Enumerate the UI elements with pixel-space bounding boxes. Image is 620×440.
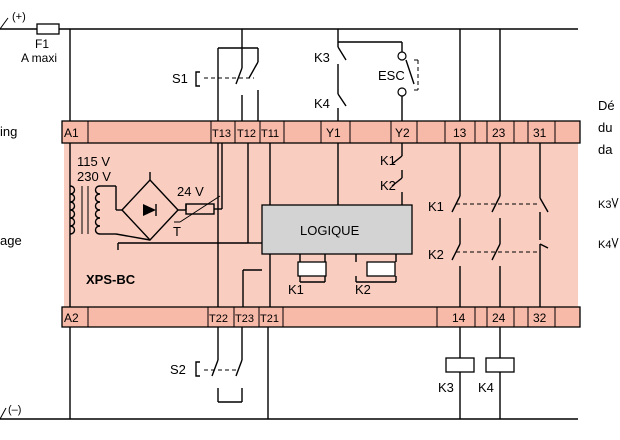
output-contact-k1: K1 — [428, 199, 444, 214]
fuse-f1 — [36, 23, 60, 35]
right-margin-k4: K4 — [598, 239, 611, 251]
terminal-24: 24 — [492, 311, 506, 325]
output-relay-k4-coil — [485, 357, 515, 373]
output-contact-links — [456, 203, 540, 253]
output-contact-k2: K2 — [428, 247, 444, 262]
terminal-dividers-bottom — [87, 307, 556, 327]
fuse-rating: A maxi — [21, 51, 57, 65]
thermal-label: T — [173, 224, 181, 239]
terminal-t13: T13 — [212, 128, 231, 140]
terminal-t12: T12 — [237, 128, 256, 140]
output-relay-k4-label: K4 — [478, 380, 494, 395]
right-margin-line1: Dé — [598, 98, 615, 113]
switch-s2-label: S2 — [170, 362, 186, 377]
module-name: XPS-BC — [86, 272, 136, 287]
logic-contact-k2: K2 — [380, 178, 396, 193]
output-contacts — [451, 29, 549, 307]
right-margin-line3: da — [598, 142, 613, 157]
relay-k1-coil — [297, 261, 327, 277]
terminal-13: 13 — [453, 126, 467, 140]
left-margin-text-top: ing — [0, 124, 17, 139]
switch-s1 — [195, 29, 259, 121]
terminal-14: 14 — [452, 311, 466, 325]
switch-s2 — [195, 327, 269, 419]
terminal-t22: T22 — [209, 313, 228, 325]
external-k4-label: K4 — [314, 96, 330, 111]
voltage-24: 24 V — [177, 184, 204, 199]
supply-negative-label: (–) — [8, 404, 21, 416]
transformer — [69, 185, 116, 235]
left-margin-text-bottom: age — [0, 233, 22, 248]
relay-k1-label: K1 — [288, 282, 304, 297]
logic-connections — [299, 143, 403, 283]
terminal-dividers-top — [87, 121, 556, 143]
terminal-t23: T23 — [235, 313, 254, 325]
output-relay-wiring — [459, 327, 501, 419]
external-k3-label: K3 — [314, 50, 330, 65]
relay-k2-label: K2 — [355, 282, 371, 297]
relay-k2-coil — [366, 261, 396, 277]
supply-rail-negative — [0, 407, 578, 420]
right-margin-line2: du — [598, 120, 612, 135]
right-margin-k3: K3 — [598, 199, 611, 211]
esc-label: ESC — [378, 68, 405, 83]
output-relay-k3-coil — [445, 357, 475, 373]
voltage-115: 115 V — [77, 154, 110, 169]
switch-s1-label: S1 — [172, 71, 188, 86]
terminal-t21: T21 — [260, 313, 279, 325]
logic-label: LOGIQUE — [300, 223, 360, 238]
terminal-23: 23 — [492, 126, 506, 140]
output-relay-k3-label: K3 — [438, 380, 454, 395]
logic-block — [261, 204, 413, 255]
terminal-y1: Y1 — [326, 126, 341, 140]
terminal-a1: A1 — [64, 126, 79, 140]
terminal-t11: T11 — [261, 128, 279, 140]
logic-contact-k1: K1 — [380, 153, 396, 168]
terminal-31: 31 — [533, 126, 547, 140]
supply-positive-label: (+) — [12, 11, 26, 23]
terminal-y2: Y2 — [395, 126, 410, 140]
feedback-loop — [337, 29, 419, 121]
terminal-a2: A2 — [64, 311, 79, 325]
voltage-230: 230 V — [77, 169, 111, 184]
terminal-strip-bottom — [61, 306, 581, 328]
fuse-name: F1 — [35, 37, 49, 51]
terminal-32: 32 — [533, 311, 547, 325]
supply-rail-positive — [0, 17, 578, 30]
rectifier-bridge — [115, 172, 186, 242]
